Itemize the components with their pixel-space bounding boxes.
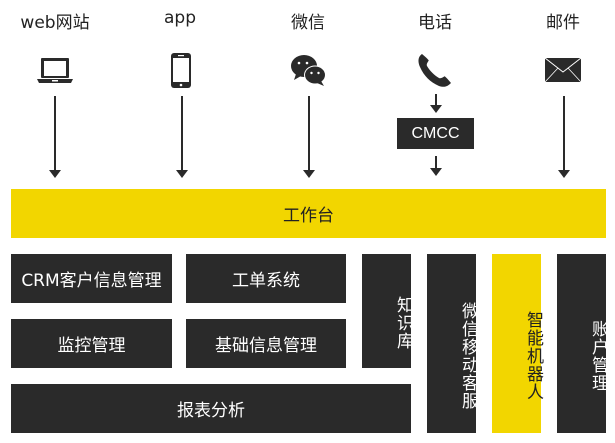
module-crm: CRM客户信息管理 bbox=[11, 254, 172, 303]
module-ticket: 工单系统 bbox=[186, 254, 346, 303]
arrow-phone-head-bottom bbox=[430, 168, 442, 176]
module-robot: 智能机器人 bbox=[492, 254, 543, 433]
workbench-bar: 工作台 bbox=[11, 189, 606, 238]
arrow-phone-line-top bbox=[435, 94, 437, 106]
channel-label-phone: 电话 bbox=[418, 13, 452, 33]
smartphone-icon bbox=[171, 53, 191, 88]
arrow-phone-head-top bbox=[430, 105, 442, 113]
module-monitor: 监控管理 bbox=[11, 319, 172, 368]
wechat-icon bbox=[291, 55, 326, 86]
module-basic-info: 基础信息管理 bbox=[186, 319, 346, 368]
arrow-app-line bbox=[181, 96, 183, 170]
channel-label-wechat: 微信 bbox=[291, 13, 325, 33]
module-knowledge: 知识库 bbox=[362, 254, 413, 368]
gateway-cmcc: CMCC bbox=[397, 118, 474, 149]
laptop-icon bbox=[37, 58, 73, 83]
arrow-email-line bbox=[563, 96, 565, 170]
phone-icon bbox=[418, 52, 453, 87]
channel-label-app: app bbox=[164, 8, 196, 28]
channel-label-web: web网站 bbox=[20, 13, 90, 33]
arrow-email-head bbox=[558, 170, 570, 178]
channel-label-email: 邮件 bbox=[546, 13, 580, 33]
module-report: 报表分析 bbox=[11, 384, 411, 433]
module-account: 账户管理 bbox=[557, 254, 608, 433]
envelope-icon bbox=[544, 57, 582, 83]
arrow-wechat-head bbox=[303, 170, 315, 178]
arrow-phone-line-bottom bbox=[435, 156, 437, 169]
arrow-wechat-line bbox=[308, 96, 310, 170]
arrow-app-head bbox=[176, 170, 188, 178]
module-wechat-service: 微信移动客服 bbox=[427, 254, 478, 433]
arrow-web-head bbox=[49, 170, 61, 178]
arrow-web-line bbox=[54, 96, 56, 170]
